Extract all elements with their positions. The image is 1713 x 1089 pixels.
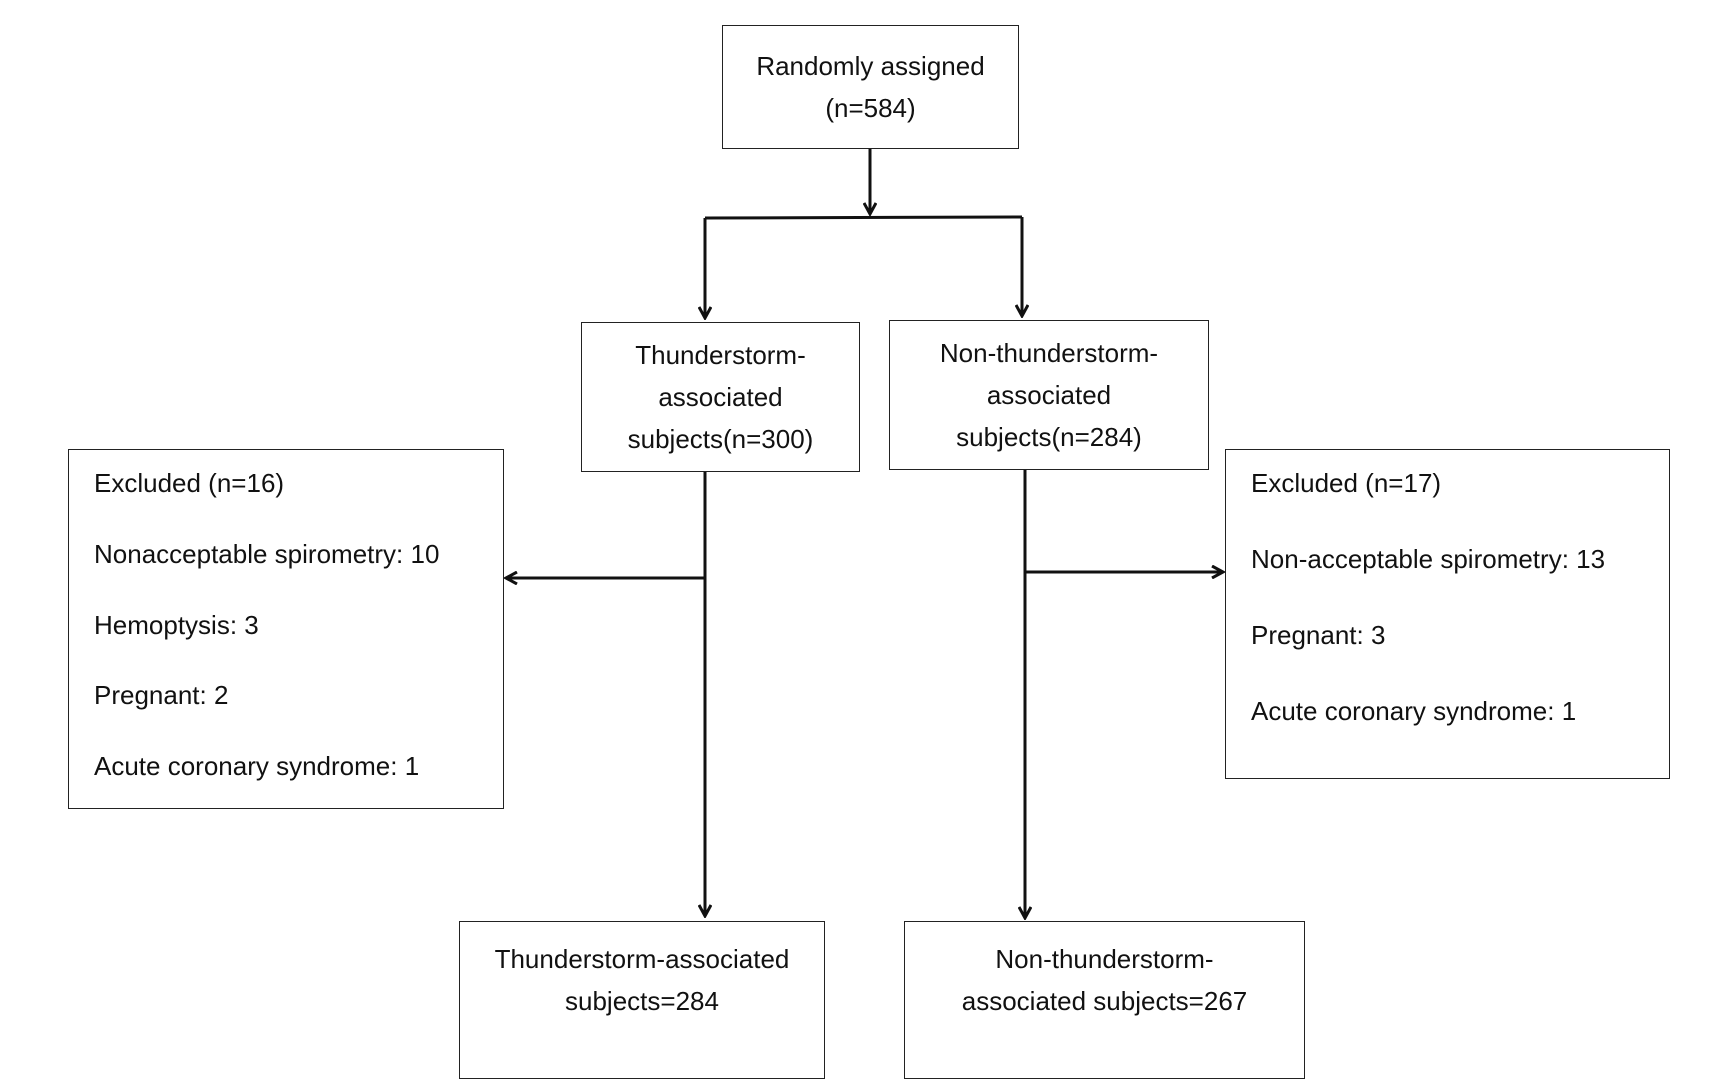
thunderstorm-arm-line-1: Thunderstorm- bbox=[635, 340, 806, 370]
non-thunderstorm-final-line-1: Non-thunderstorm- bbox=[995, 944, 1214, 974]
split-horizontal-line bbox=[704, 215, 1023, 220]
thunderstorm-final-box: Thunderstorm-associated subjects=284 bbox=[459, 921, 825, 1079]
excluded-left-box: Excluded (n=16) Nonacceptable spirometry… bbox=[68, 449, 504, 809]
non-thunderstorm-final-line-2: associated subjects=267 bbox=[961, 986, 1248, 1016]
thunderstorm-final-line-1: Thunderstorm-associated bbox=[494, 944, 790, 974]
non-thunderstorm-arm-line-1: Non-thunderstorm- bbox=[939, 338, 1159, 368]
thunderstorm-arm-line-2: associated bbox=[658, 382, 783, 412]
excluded-left-item: Nonacceptable spirometry: 10 bbox=[94, 539, 440, 569]
excluded-left-item: Acute coronary syndrome: 1 bbox=[94, 751, 420, 781]
excluded-right-title: Excluded (n=17) bbox=[1251, 468, 1442, 498]
randomly-assigned-label: Randomly assigned bbox=[756, 51, 985, 81]
excluded-left-item: Hemoptysis: 3 bbox=[94, 610, 259, 640]
non-thunderstorm-arm-line-3: subjects(n=284) bbox=[956, 422, 1142, 452]
excluded-right-item: Non-acceptable spirometry: 13 bbox=[1251, 544, 1606, 574]
non-thunderstorm-arm-line-2: associated bbox=[986, 380, 1112, 410]
excluded-left-item: Pregnant: 2 bbox=[94, 680, 229, 710]
thunderstorm-arm-box: Thunderstorm- associated subjects(n=300) bbox=[581, 322, 860, 472]
thunderstorm-final-line-2: subjects=284 bbox=[565, 986, 719, 1016]
randomly-assigned-box: Randomly assigned (n=584) bbox=[722, 25, 1019, 149]
excluded-right-item: Pregnant: 3 bbox=[1251, 620, 1386, 650]
randomly-assigned-count: (n=584) bbox=[825, 93, 916, 123]
non-thunderstorm-arm-box: Non-thunderstorm- associated subjects(n=… bbox=[889, 320, 1209, 470]
non-thunderstorm-final-box: Non-thunderstorm- associated subjects=26… bbox=[904, 921, 1305, 1079]
excluded-right-item: Acute coronary syndrome: 1 bbox=[1251, 696, 1577, 726]
thunderstorm-arm-line-3: subjects(n=300) bbox=[627, 424, 814, 454]
excluded-right-box: Excluded (n=17) Non-acceptable spirometr… bbox=[1225, 449, 1670, 779]
excluded-left-title: Excluded (n=16) bbox=[94, 468, 285, 498]
